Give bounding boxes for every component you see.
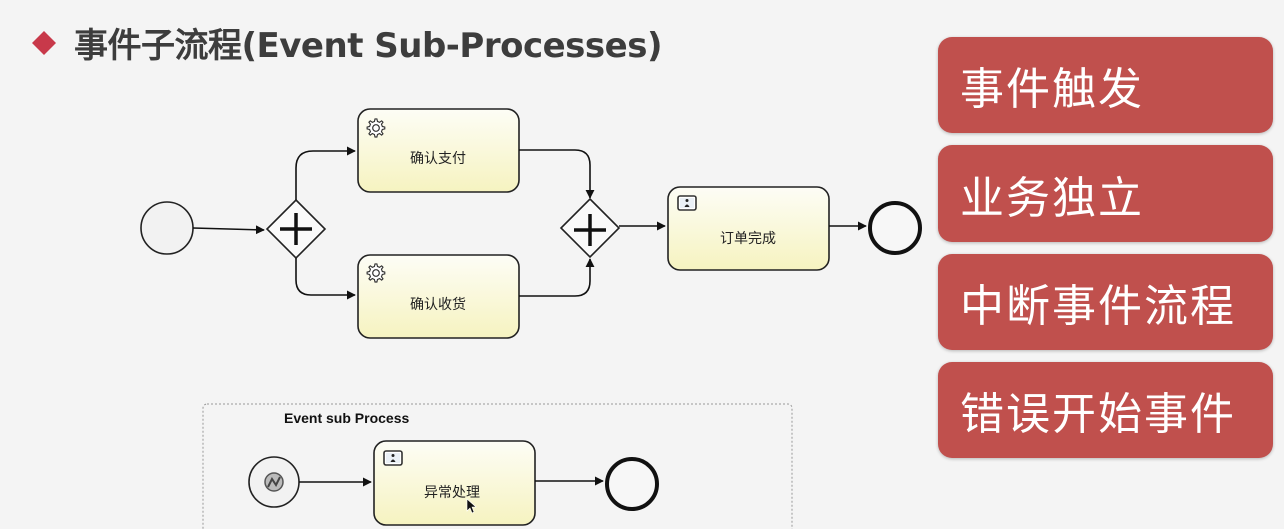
end-event[interactable] xyxy=(868,201,922,255)
sub-process-border[interactable] xyxy=(202,403,793,529)
side-item-label: 业务独立 xyxy=(960,172,1144,224)
side-item-label: 中断事件流程 xyxy=(960,281,1236,332)
side-item-event-trigger: 事件触发 xyxy=(938,37,1273,133)
side-item-interrupt-event-flow: 中断事件流程 xyxy=(938,254,1273,350)
side-item-label: 错误开始事件 xyxy=(960,389,1236,440)
gear-icon xyxy=(366,118,386,138)
start-event[interactable] xyxy=(140,201,194,255)
side-item-business-independent: 业务独立 xyxy=(938,145,1273,242)
user-task-icon xyxy=(677,195,697,211)
sequence-flow xyxy=(192,225,265,235)
error-start-event[interactable] xyxy=(248,456,300,508)
sequence-flow xyxy=(519,258,595,297)
sub-process-label: Event sub Process xyxy=(284,410,409,426)
gear-icon xyxy=(366,263,386,283)
error-icon xyxy=(264,472,284,492)
task-order-complete[interactable]: 订单完成 xyxy=(667,186,830,271)
parallel-split-gateway[interactable] xyxy=(265,198,327,260)
parallel-join-gateway[interactable] xyxy=(559,197,621,259)
main-process: 确认支付 确认收货 订单完成 xyxy=(140,108,922,339)
task-label: 订单完成 xyxy=(720,231,776,247)
sequence-flow xyxy=(295,258,356,300)
task-exception-handling[interactable]: 异常处理 xyxy=(373,440,536,526)
task-label: 异常处理 xyxy=(424,485,480,501)
bpmn-diagram: 确认支付 确认收货 订单完成 Event sub Pro xyxy=(140,108,922,529)
slide-title-text: 事件子流程(Event Sub-Processes) xyxy=(74,26,663,66)
side-panel: 事件触发 业务独立 中断事件流程 错误开始事件 xyxy=(938,37,1273,458)
task-label: 确认支付 xyxy=(410,151,466,167)
task-label: 确认收货 xyxy=(410,296,466,313)
mouse-cursor-icon xyxy=(466,498,477,514)
end-event[interactable] xyxy=(605,457,659,511)
task-confirm-payment[interactable]: 确认支付 xyxy=(357,108,520,193)
side-item-error-start-event: 错误开始事件 xyxy=(938,362,1273,458)
bullet-diamond-icon xyxy=(32,30,56,55)
task-confirm-receipt[interactable]: 确认收货 xyxy=(357,254,520,339)
user-task-icon xyxy=(383,450,403,466)
side-item-label: 事件触发 xyxy=(960,64,1144,115)
sequence-flow xyxy=(519,149,595,199)
sequence-flow xyxy=(295,146,356,200)
slide-title: 事件子流程(Event Sub-Processes) xyxy=(28,18,663,67)
event-sub-process: Event sub Process 异常处理 xyxy=(202,403,793,529)
